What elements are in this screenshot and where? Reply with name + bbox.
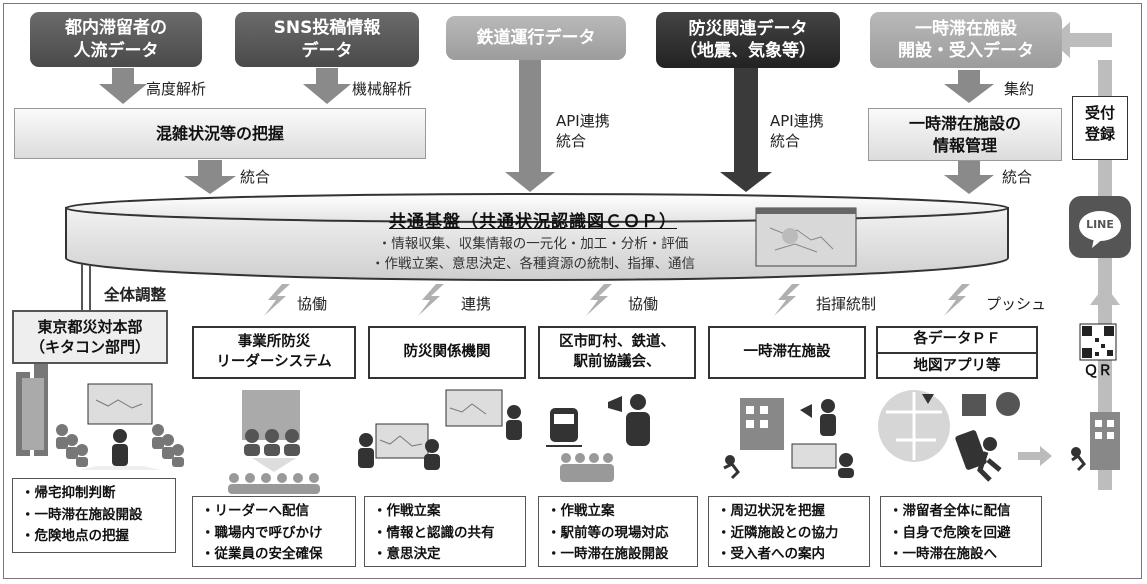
relation-shelter: 指揮統制: [816, 295, 877, 313]
cop-title: 共通基盤（共通状況認識図ＣＯＰ）: [389, 212, 677, 232]
hq-illustration: [16, 362, 184, 470]
org-agencies: 防災関係機関: [368, 326, 526, 379]
cop-line-2: ・作戦立案、意思決定、各種資源の統制、指揮、通信: [371, 256, 695, 272]
tasks-municipal: ・作戦立案・駅前等の現場対応・一時滞在施設開設: [538, 496, 698, 567]
label-integrate-right: 統合: [1002, 168, 1033, 186]
tasks-hq: ・帰宅抑制判断・一時滞在施設開設・危険地点の把握: [12, 478, 176, 553]
line-app-label: LINE: [1086, 218, 1114, 231]
tasks-pf: ・滞留者全体に配信・自身で危険を回避・一時滞在施設へ: [880, 496, 1042, 567]
org-pf-subtitle: 地図アプリ等: [913, 358, 1001, 374]
tasks-shelter: ・周辺状況を把握・近隣施設との協力・受入者への案内: [708, 496, 870, 567]
line-app-icon: [1069, 196, 1131, 258]
org-pf: 各データＰＦ 地図アプリ等: [876, 326, 1038, 379]
municipal-illustration: [546, 394, 650, 482]
org-business: 事業所防災リーダーシステム: [192, 326, 356, 379]
right-building-icon: [1071, 412, 1120, 472]
org-hq: 東京都災対本部（キタコン部門）: [12, 310, 168, 364]
source-disaster: 防災関連データ（地震、気象等）: [656, 12, 840, 68]
shelter-illustration: [723, 398, 854, 480]
label-api-railway: API連携統合: [556, 112, 610, 150]
label-overall-coordination: 全体調整: [104, 286, 167, 304]
label-machine-analysis: 機械解析: [352, 80, 413, 98]
arrow-railway-to-cop: [505, 60, 555, 192]
relation-pf: プッシュ: [986, 295, 1047, 313]
qr-label: ＱＲ: [1084, 363, 1112, 379]
source-sns: SNS投稿情報データ: [235, 12, 419, 67]
label-advanced-analysis: 高度解析: [146, 80, 207, 98]
lightning-icons: [264, 284, 970, 316]
source-people-flow: 都内滞留者の人流データ: [30, 12, 202, 67]
cop-line-1: ・情報収集、収集情報の一元化・加工・分析・評価: [377, 236, 689, 252]
tasks-business: ・リーダーへ配信・職場内で呼びかけ・従業員の安全確保: [192, 496, 356, 567]
process-congestion: 混雑状況等の把握: [14, 108, 426, 159]
business-illustration: [228, 390, 320, 494]
arrow-disaster-to-cop: [720, 68, 772, 192]
agencies-illustration: [358, 389, 522, 470]
relation-business: 協働: [297, 295, 328, 313]
relation-agencies: 連携: [461, 295, 492, 313]
relation-municipal: 協働: [628, 295, 659, 313]
org-municipal: 区市町村、鉄道、駅前協議会、: [538, 326, 696, 379]
arrow-sns-to-congestion: [303, 68, 351, 104]
tasks-agencies: ・作戦立案・情報と認識の共有・意思決定: [364, 496, 526, 567]
arrow-congestion-to-cop: [184, 160, 236, 194]
source-railway: 鉄道運行データ: [446, 16, 626, 60]
receipt-registration-doc: 受付登録: [1072, 96, 1128, 160]
diagram-frame: [3, 3, 1142, 579]
arrow-shelter-to-mgmt: [944, 70, 994, 103]
cop-text: 共通基盤（共通状況認識図ＣＯＰ） ・情報収集、収集情報の一元化・加工・分析・評価…: [318, 207, 748, 272]
source-shelter: 一時滞在施設開設・受入データ: [870, 12, 1062, 68]
arrow-people-to-congestion: [99, 68, 147, 104]
label-api-disaster: API連携統合: [770, 112, 824, 150]
org-shelter: 一時滞在施設: [708, 326, 866, 379]
hq-connector: [81, 264, 91, 310]
label-aggregate: 集約: [1004, 80, 1035, 98]
pf-illustration: [878, 390, 1052, 482]
cop-map-thumbnail: [755, 207, 857, 267]
arrow-mgmt-to-cop: [944, 161, 994, 194]
process-shelter-mgmt: 一時滞在施設の情報管理: [868, 108, 1062, 161]
org-pf-title: 各データＰＦ: [878, 327, 1036, 354]
qr-code-graphic: [1079, 323, 1117, 361]
label-integrate-left: 統合: [240, 168, 271, 186]
arrow-user-to-line: [1090, 285, 1120, 305]
